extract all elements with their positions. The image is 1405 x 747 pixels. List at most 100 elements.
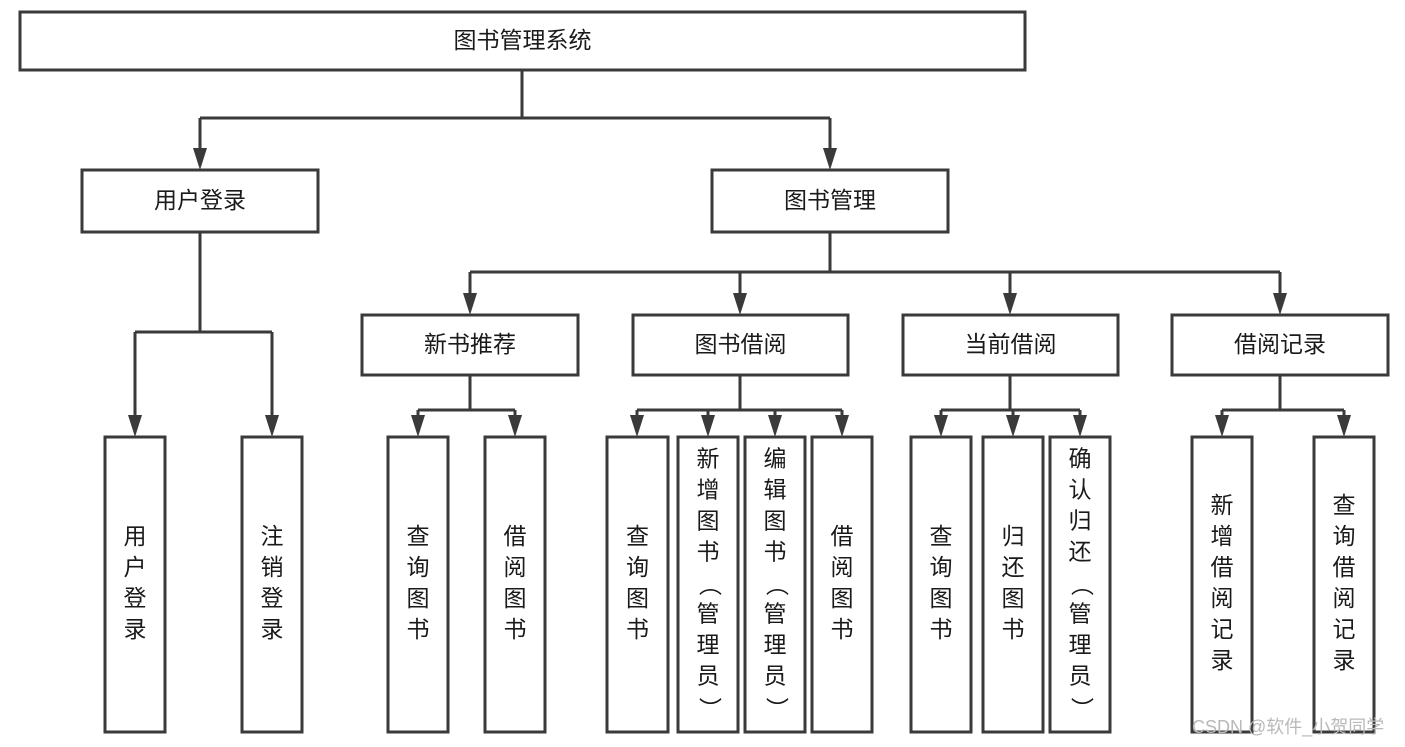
arrow-head-icon xyxy=(701,415,715,437)
label-char: 新 xyxy=(697,446,720,472)
label-char: 录 xyxy=(124,616,147,642)
label-char: 归 xyxy=(1069,508,1092,534)
arrow-head-icon xyxy=(193,148,207,170)
watermark-layer: CSDN @软件_小贺同学 xyxy=(1192,717,1384,738)
label-char: 书 xyxy=(626,616,649,642)
node-level2-1-box[interactable] xyxy=(710,168,950,234)
label-char: 图 xyxy=(764,508,787,534)
node-level2-0-box[interactable] xyxy=(80,168,320,234)
label-char: （ xyxy=(1069,573,1095,596)
node-level3-1-box[interactable] xyxy=(631,313,850,377)
label-char: 查 xyxy=(407,523,430,549)
node-level3-3: 借阅记录 xyxy=(1170,313,1390,377)
label-char: 询 xyxy=(626,554,649,580)
node-root-box[interactable] xyxy=(18,10,1027,72)
node-level3-3-label: 借阅记录 xyxy=(1234,331,1326,357)
node-leaf-7-box[interactable] xyxy=(810,435,874,734)
label-char: 阅 xyxy=(504,554,527,580)
node-level3-0: 新书推荐 xyxy=(360,313,580,377)
arrow-head-icon xyxy=(411,415,425,437)
connector-group-current-to-leaves xyxy=(934,375,1087,437)
node-layer: 图书管理系统用户登录图书管理新书推荐图书借阅当前借阅借阅记录用户登录注销登录查询… xyxy=(18,10,1390,734)
label-char: 归 xyxy=(1002,523,1025,549)
connector-group-bookmgmt-to-level3 xyxy=(463,232,1287,315)
node-leaf-9-box[interactable] xyxy=(981,435,1045,734)
label-char: ） xyxy=(764,697,790,720)
node-leaf-0-label: 用户登录 xyxy=(124,523,147,642)
arrow-head-icon xyxy=(1273,293,1287,315)
node-leaf-1-box[interactable] xyxy=(240,435,304,734)
label-char: 图 xyxy=(504,585,527,611)
arrow-head-icon xyxy=(508,415,522,437)
arrow-head-icon xyxy=(1337,415,1351,437)
connector-group-newbook-to-leaves xyxy=(411,375,522,437)
node-leaf-3-box[interactable] xyxy=(483,435,547,734)
node-leaf-11-box[interactable] xyxy=(1190,435,1254,734)
label-char: 认 xyxy=(1069,477,1092,503)
arrow-head-icon xyxy=(835,415,849,437)
label-char: 阅 xyxy=(1333,585,1356,611)
label-char: 借 xyxy=(1333,554,1356,580)
arrow-head-icon xyxy=(934,415,948,437)
watermark-label: CSDN @软件_小贺同学 xyxy=(1192,717,1384,738)
node-level2-0-label: 用户登录 xyxy=(154,187,246,213)
label-char: 登 xyxy=(124,585,147,611)
label-char: 书 xyxy=(1002,616,1025,642)
arrow-head-icon xyxy=(733,293,747,315)
label-char: 书 xyxy=(697,539,720,565)
node-leaf-8-box[interactable] xyxy=(909,435,973,734)
node-leaf-6-box[interactable] xyxy=(743,435,807,734)
node-leaf-0-box[interactable] xyxy=(103,435,167,734)
label-char: 记 xyxy=(1211,616,1234,642)
label-char: 销 xyxy=(261,554,284,580)
label-char: 书 xyxy=(930,616,953,642)
arrow-head-icon xyxy=(768,415,782,437)
connector-group-borrow-to-leaves xyxy=(630,375,849,437)
label-char: 借 xyxy=(1211,554,1234,580)
label-char: 阅 xyxy=(831,554,854,580)
node-leaf-2-box[interactable] xyxy=(386,435,450,734)
label-char: 理 xyxy=(697,632,720,658)
arrow-head-icon xyxy=(1073,415,1087,437)
label-char: 图 xyxy=(626,585,649,611)
label-char: 图 xyxy=(407,585,430,611)
label-char: 确 xyxy=(1069,446,1092,472)
label-char: 询 xyxy=(407,554,430,580)
label-char: 编 xyxy=(764,446,787,472)
label-char: 增 xyxy=(697,477,720,503)
label-char: 阅 xyxy=(1211,585,1234,611)
label-char: 员 xyxy=(764,663,787,689)
node-leaf-10-box[interactable] xyxy=(1048,435,1112,734)
label-char: 还 xyxy=(1002,554,1025,580)
node-leaf-12-box[interactable] xyxy=(1312,435,1376,734)
label-char: 书 xyxy=(831,616,854,642)
node-leaf-4-box[interactable] xyxy=(605,435,670,734)
label-char: （ xyxy=(764,573,790,596)
node-level3-3-box[interactable] xyxy=(1170,313,1390,377)
node-leaf-5-box[interactable] xyxy=(676,435,740,734)
label-char: ） xyxy=(697,697,723,720)
node-level3-0-box[interactable] xyxy=(360,313,580,377)
node-level3-2-box[interactable] xyxy=(901,313,1120,377)
label-char: （ xyxy=(697,573,723,596)
node-leaf-0: 用户登录 xyxy=(103,435,167,734)
node-level3-2: 当前借阅 xyxy=(901,313,1120,377)
node-level3-2-label: 当前借阅 xyxy=(965,331,1057,357)
